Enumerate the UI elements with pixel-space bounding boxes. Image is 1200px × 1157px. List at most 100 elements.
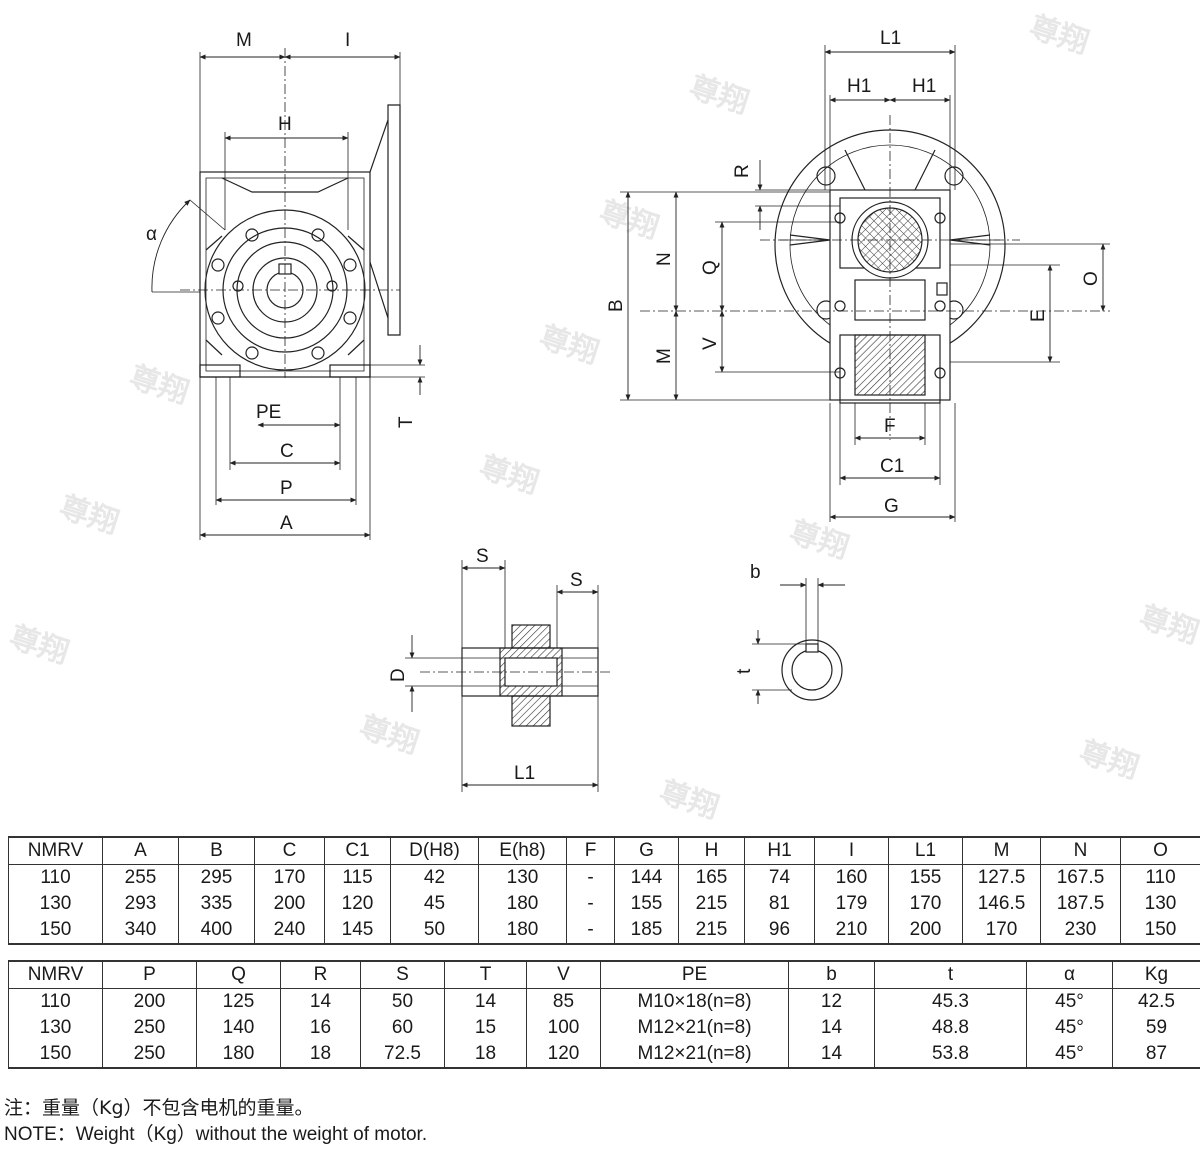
front-view-labels: M I H α PE C P A T	[146, 30, 417, 534]
side-view-labels: L1 H1 H1 R B N Q M V O E F C1 G	[606, 28, 1102, 517]
dim-label-t-key: t	[734, 668, 755, 674]
dim-label-l1: L1	[880, 28, 901, 49]
table-header: B	[178, 837, 255, 865]
table-cell: 180	[196, 1041, 281, 1068]
table-cell: 215	[678, 917, 745, 944]
table-cell: 48.8	[874, 1015, 1027, 1041]
dimension-table-1: NMRV A B C C1 D(H8) E(h8) F G H H1 I L1 …	[8, 836, 1200, 945]
dim-label-h1-left: H1	[847, 76, 871, 97]
table-cell: 179	[814, 891, 889, 917]
dim-label-v: V	[700, 337, 721, 350]
table-cell: 170	[254, 864, 325, 891]
table-cell: 210	[814, 917, 889, 944]
table-row: 110 255 295 170 115 42 130 - 144 165 74 …	[8, 864, 1200, 891]
dim-label-n: N	[654, 252, 675, 266]
table-cell: 130	[8, 891, 103, 917]
dim-label-g: G	[884, 496, 899, 517]
table-cell: 72.5	[360, 1041, 445, 1068]
table-cell: 180	[478, 917, 567, 944]
table-cell: 150	[8, 917, 103, 944]
table-header-row: NMRV P Q R S T V PE b t α Kg	[8, 961, 1200, 989]
table-cell: 180	[478, 891, 567, 917]
front-view	[151, 48, 425, 540]
table-row: 130 293 335 200 120 45 180 - 155 215 81 …	[8, 891, 1200, 917]
table-header: G	[614, 837, 679, 865]
table-cell: 110	[8, 988, 103, 1015]
table-cell: 115	[324, 864, 391, 891]
table-header-row: NMRV A B C C1 D(H8) E(h8) F G H H1 I L1 …	[8, 837, 1200, 865]
dim-label-c1: C1	[880, 456, 904, 477]
table-header: S	[360, 961, 445, 989]
table-cell: 295	[178, 864, 255, 891]
table-cell: 165	[678, 864, 745, 891]
table-cell: 130	[8, 1015, 103, 1041]
table-cell: 215	[678, 891, 745, 917]
table-cell: 96	[744, 917, 815, 944]
table-cell: -	[566, 864, 615, 891]
table-cell: 170	[888, 891, 963, 917]
table-cell: 240	[254, 917, 325, 944]
shaft-section-labels: S S D L1	[388, 546, 583, 784]
dim-label-h1-right: H1	[912, 76, 936, 97]
table-cell: 400	[178, 917, 255, 944]
table-row: 110 200 125 14 50 14 85 M10×18(n=8) 12 4…	[8, 988, 1200, 1015]
dim-label-d: D	[388, 668, 409, 682]
table-cell: 144	[614, 864, 679, 891]
table-cell: 100	[526, 1015, 601, 1041]
table-cell: 230	[1040, 917, 1121, 944]
table-header: Q	[196, 961, 281, 989]
shaft-section-view	[405, 560, 610, 792]
dim-label-o: O	[1081, 271, 1102, 286]
table-cell: M12×21(n=8)	[600, 1015, 789, 1041]
table-cell: 53.8	[874, 1041, 1027, 1068]
table-cell: 42	[390, 864, 479, 891]
table-header: O	[1120, 837, 1200, 865]
table-header: Kg	[1112, 961, 1200, 989]
dim-label-b: B	[606, 299, 627, 312]
table-cell: 120	[324, 891, 391, 917]
table-header: N	[1040, 837, 1121, 865]
table-cell: 120	[526, 1041, 601, 1068]
table-cell: 45°	[1026, 988, 1113, 1015]
table-header: R	[280, 961, 361, 989]
table-header: I	[814, 837, 889, 865]
table-cell: 200	[102, 988, 197, 1015]
table-cell: 42.5	[1112, 988, 1200, 1015]
table-cell: 130	[478, 864, 567, 891]
table-cell: 150	[8, 1041, 103, 1068]
table-header: L1	[888, 837, 963, 865]
table-header: t	[874, 961, 1027, 989]
table-cell: 145	[324, 917, 391, 944]
dim-label-s-left: S	[476, 546, 489, 567]
dim-label-b-key: b	[750, 562, 761, 583]
table-row: 150 250 180 18 72.5 18 120 M12×21(n=8) 1…	[8, 1041, 1200, 1068]
table-header: H	[678, 837, 745, 865]
table-cell: 200	[888, 917, 963, 944]
table-cell: 187.5	[1040, 891, 1121, 917]
dim-label-t: T	[396, 416, 417, 428]
table-cell: 59	[1112, 1015, 1200, 1041]
table-cell: 146.5	[962, 891, 1041, 917]
table-cell: 45.3	[874, 988, 1027, 1015]
table-cell: 185	[614, 917, 679, 944]
dim-label-m: M	[236, 30, 252, 51]
table-cell: 14	[280, 988, 361, 1015]
table-cell: 340	[102, 917, 179, 944]
table-header: T	[444, 961, 527, 989]
table-header: C1	[324, 837, 391, 865]
table-cell: 14	[444, 988, 527, 1015]
table-cell: 250	[102, 1015, 197, 1041]
dim-label-q: Q	[700, 260, 721, 275]
table-cell: 14	[788, 1041, 875, 1068]
table-cell: 87	[1112, 1041, 1200, 1068]
table-header: H1	[744, 837, 815, 865]
table-header: b	[788, 961, 875, 989]
note-english: NOTE：Weight（Kg）without the weight of mot…	[4, 1124, 428, 1145]
table-cell: 12	[788, 988, 875, 1015]
table-cell: 110	[8, 864, 103, 891]
table-cell: 200	[254, 891, 325, 917]
table-cell: 60	[360, 1015, 445, 1041]
dim-label-pe: PE	[256, 402, 281, 423]
dim-label-i: I	[345, 30, 350, 51]
table-cell: 85	[526, 988, 601, 1015]
